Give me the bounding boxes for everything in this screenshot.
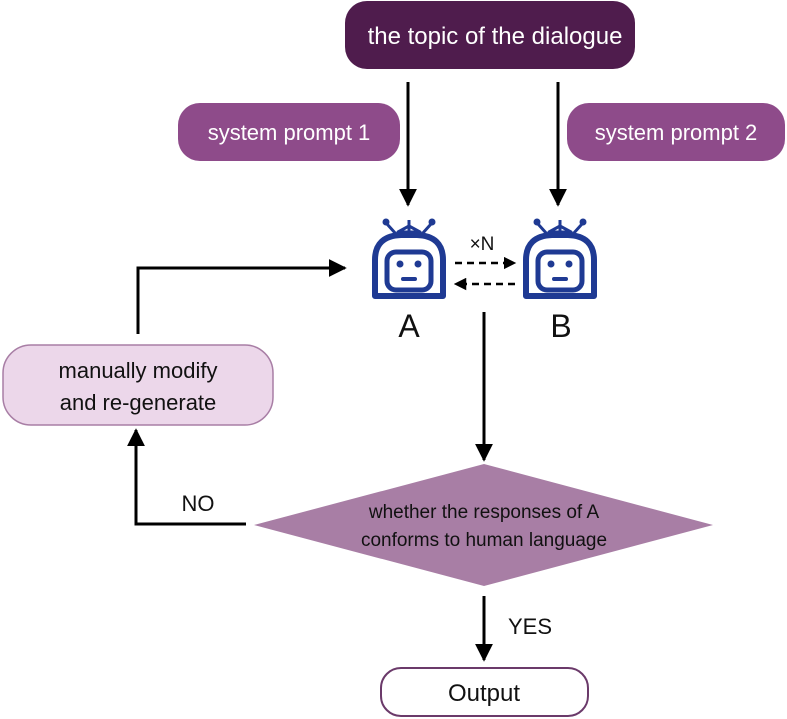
- yes-label: YES: [508, 614, 552, 639]
- system-prompt-1-label: system prompt 1: [208, 120, 371, 145]
- modify-label-line1: manually modify: [59, 358, 218, 383]
- repeat-label: ×N: [470, 234, 495, 255]
- output-label: Output: [448, 680, 520, 707]
- agent-b-label: B: [550, 308, 571, 344]
- decision-label-line2: conforms to human language: [361, 530, 607, 551]
- output-node: [380, 667, 589, 717]
- robot-icon: [375, 219, 443, 297]
- decision-label-line1: whether the responses of A: [368, 502, 600, 523]
- topic-label: the topic of the dialogue: [368, 23, 623, 50]
- robot-icon: [526, 219, 594, 297]
- no-label: NO: [182, 491, 215, 516]
- system-prompt-2-label: system prompt 2: [595, 120, 758, 145]
- modify-label-line2: and re-generate: [60, 390, 217, 415]
- arrow-no-branch: [127, 428, 246, 526]
- agent-a-label: A: [398, 308, 420, 344]
- decision-node: [254, 464, 713, 586]
- topic-node: [345, 1, 635, 69]
- system-prompt-2-node: [567, 103, 785, 161]
- modify-node: [2, 344, 274, 426]
- system-prompt-1-node: [178, 103, 400, 161]
- arrow-modify-to-a: [136, 259, 347, 334]
